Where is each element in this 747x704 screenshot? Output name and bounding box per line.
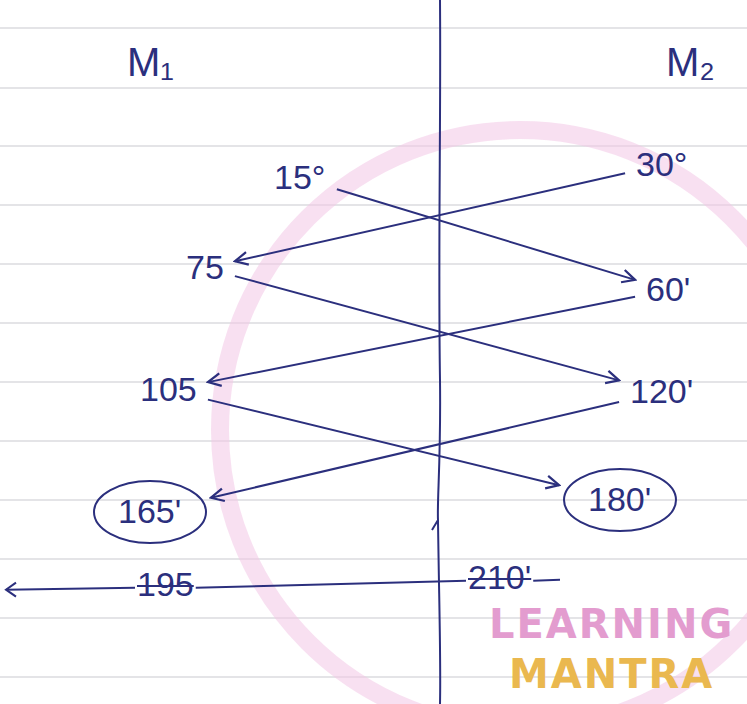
strike-line	[6, 588, 135, 590]
divider-line	[432, 0, 440, 704]
value-text: 105	[140, 371, 197, 408]
value-text: 15°	[274, 159, 326, 196]
angle-value: 60'	[638, 267, 699, 313]
watermark: LEARNING	[489, 602, 734, 646]
strike-arrowhead	[6, 583, 16, 597]
machine-heading: M₁	[127, 40, 174, 84]
value-text: 120'	[630, 373, 694, 410]
arrow-connector	[337, 189, 635, 280]
value-text: 165'	[118, 493, 182, 530]
angle-value: 30°	[628, 142, 696, 188]
angle-value: 15°	[266, 155, 334, 201]
value-text: 60'	[646, 271, 691, 308]
strike-line	[533, 580, 560, 581]
struck-value: 210'	[468, 559, 531, 596]
ruled-lines	[0, 28, 747, 677]
value-text: 180'	[588, 481, 652, 518]
struck-value: 195	[137, 566, 194, 603]
arrow-connector	[208, 400, 559, 486]
machine-heading: M₂	[666, 40, 715, 84]
circled-value: 180'	[562, 467, 678, 533]
arrow-connector	[211, 402, 619, 498]
arrow-connector	[208, 297, 635, 382]
watermark-ring	[220, 130, 747, 704]
circled-value: 165'	[92, 479, 208, 545]
value-text: 75	[186, 249, 224, 286]
circle-outline	[94, 481, 206, 543]
value-text: 30°	[636, 146, 688, 183]
circle-outline	[564, 469, 676, 531]
strike-line	[196, 581, 466, 588]
angle-value: 105	[132, 367, 205, 413]
angle-value: 120'	[622, 369, 702, 415]
watermark: MANTRA	[509, 652, 714, 696]
angle-value: 75	[178, 245, 232, 291]
